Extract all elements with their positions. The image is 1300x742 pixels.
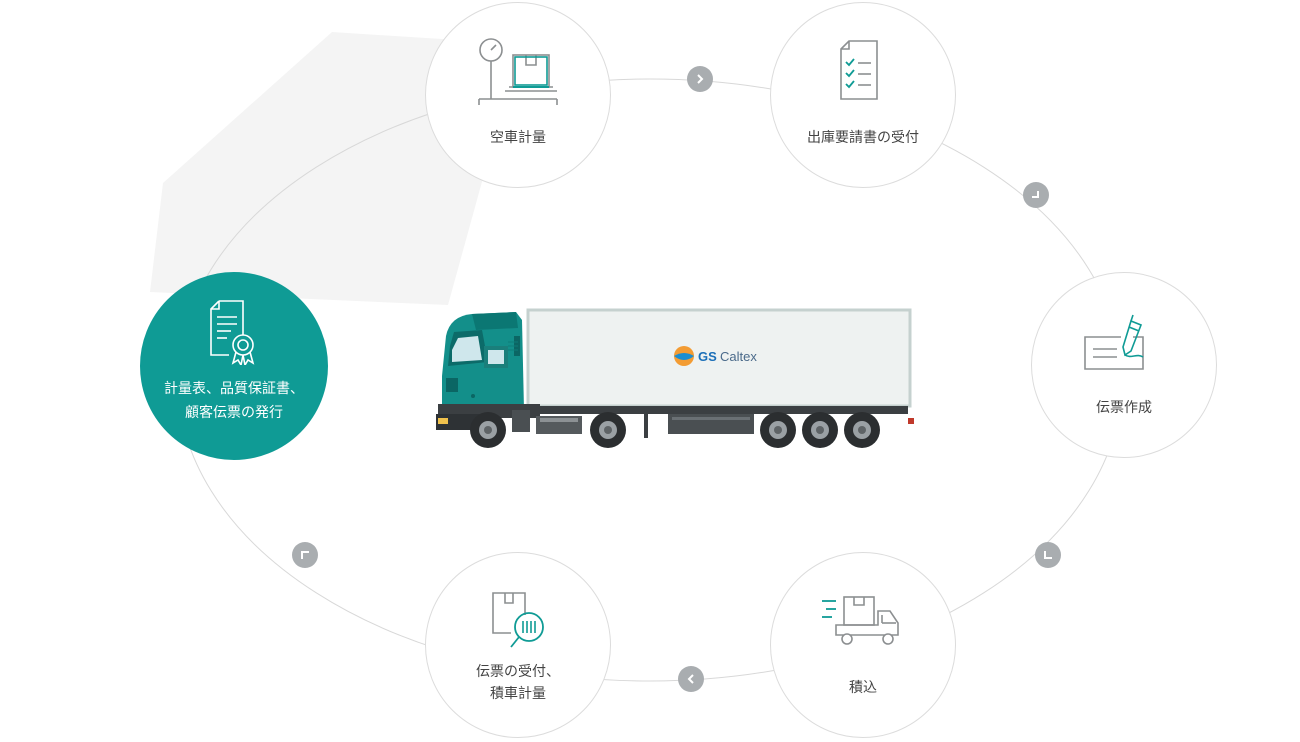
- step-label: 空車計量: [490, 130, 546, 146]
- box-barcode-scan-icon: [492, 592, 544, 648]
- certificate-icon: [210, 300, 255, 365]
- gs-caltex-logo: GS Caltex: [674, 346, 757, 366]
- wheel-icon: [470, 412, 506, 448]
- scale-box-icon: [478, 38, 558, 105]
- step-empty-weighing: 空車計量: [425, 2, 611, 188]
- arrow-right-icon: [687, 66, 713, 92]
- step-loading: 積込: [770, 552, 956, 738]
- step-label: 計量表、品質保証書、 顧客伝票の発行: [164, 381, 304, 421]
- step-issue-documents: 計量表、品質保証書、 顧客伝票の発行: [140, 272, 328, 460]
- step-order-receipt: 出庫要請書の受付: [770, 2, 956, 188]
- svg-text:GS: GS: [698, 349, 717, 364]
- step-label: 積込: [849, 680, 877, 696]
- step-label: 伝票作成: [1096, 400, 1152, 416]
- svg-text:Caltex: Caltex: [720, 349, 757, 364]
- arrow-down-left-icon: [1035, 542, 1061, 568]
- arrow-down-right-icon: [1023, 182, 1049, 208]
- delivery-truck-icon: [822, 596, 899, 645]
- step-slip-creation: 伝票作成: [1031, 272, 1217, 458]
- step-label: 出庫要請書の受付: [807, 130, 919, 146]
- signature-pen-icon: [1084, 314, 1144, 370]
- arrow-up-left-icon: [292, 542, 318, 568]
- arrow-left-icon: [678, 666, 704, 692]
- truck-illustration: GS Caltex: [432, 306, 922, 455]
- checklist-icon: [840, 40, 878, 100]
- step-label: 伝票の受付、 積車計量: [476, 664, 560, 702]
- step-slip-receipt: 伝票の受付、 積車計量: [425, 552, 611, 738]
